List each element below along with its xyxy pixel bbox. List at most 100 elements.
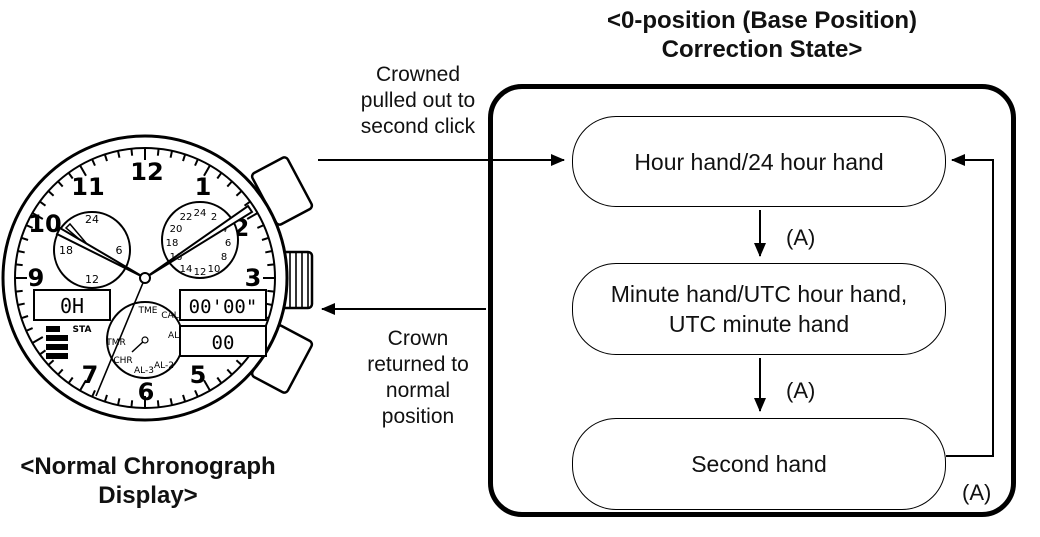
minute-tick — [246, 212, 259, 220]
minute-tick — [103, 394, 108, 402]
svg-text:24: 24 — [194, 208, 207, 219]
minute-tick — [194, 389, 199, 398]
correction-state-frame — [488, 84, 1016, 517]
minute-tick — [169, 150, 174, 158]
minute-tick — [31, 336, 44, 344]
svg-text:AL-3: AL-3 — [134, 366, 154, 376]
step-action-label-3: (A) — [962, 480, 992, 505]
hour-numerals: 12 1 2 3 5 6 7 9 10 11 — [28, 158, 262, 406]
minute-tick — [130, 400, 134, 408]
minute-tick — [130, 148, 134, 156]
numeral-7: 7 — [82, 361, 99, 389]
numeral-12: 12 — [130, 158, 163, 186]
minute-tick — [25, 224, 34, 229]
minute-tick — [103, 154, 108, 162]
numeral-5: 5 — [190, 361, 207, 389]
minute-tick — [21, 315, 29, 320]
minute-tick — [47, 359, 55, 366]
minute-tick — [17, 302, 25, 307]
svg-text:00: 00 — [212, 332, 235, 354]
numeral-9: 9 — [28, 264, 45, 292]
svg-text:TMR: TMR — [105, 338, 126, 348]
svg-text:2: 2 — [211, 212, 217, 223]
minute-tick — [79, 164, 87, 177]
svg-text:12: 12 — [85, 273, 99, 286]
numeral-6: 6 — [138, 378, 155, 406]
signal-bars — [46, 326, 68, 359]
loop-back-arrow — [946, 154, 994, 457]
enter-transition-label: Crowned pulled out to second click — [360, 63, 476, 138]
minute-tick — [21, 236, 29, 241]
minute-tick — [235, 359, 243, 366]
minute-tick — [79, 379, 87, 392]
svg-text:18: 18 — [166, 238, 179, 249]
svg-text:10: 10 — [208, 264, 221, 275]
minute-tick — [203, 164, 211, 177]
minute-tick — [67, 172, 74, 180]
step-second-hand-label: Second hand — [691, 451, 827, 477]
minute-tick — [194, 158, 199, 167]
minute-tick — [15, 263, 23, 267]
svg-text:12: 12 — [194, 267, 207, 278]
minute-tick — [267, 263, 275, 267]
svg-text:AL-1: AL-1 — [168, 331, 188, 341]
normal-display-heading: <Normal Chronograph Display> — [20, 453, 276, 509]
svg-text:20: 20 — [170, 224, 183, 235]
minute-tick — [226, 368, 233, 376]
minute-tick — [261, 236, 269, 241]
minute-tick — [116, 398, 121, 406]
minute-tick — [67, 376, 74, 384]
svg-text:24: 24 — [85, 213, 99, 226]
minute-tick — [203, 379, 211, 392]
minute-tick — [216, 376, 223, 384]
minute-tick — [47, 190, 55, 197]
minute-tick — [267, 289, 275, 293]
step-second-hand: Second hand — [572, 418, 946, 510]
step-action-label-2: (A) — [786, 378, 816, 403]
minute-tick — [116, 150, 121, 158]
right-lcd-bottom: 00 — [179, 325, 267, 357]
minute-tick — [91, 389, 96, 398]
numeral-1: 1 — [195, 173, 212, 201]
correction-state-heading: <0-position (Base Position) Correction S… — [606, 7, 918, 63]
numeral-3: 3 — [245, 264, 262, 292]
svg-text:00'00": 00'00" — [189, 296, 258, 318]
svg-text:6: 6 — [116, 244, 123, 257]
numeral-11: 11 — [71, 173, 104, 201]
step-hour-hand-label: Hour hand/24 hour hand — [634, 148, 884, 175]
svg-text:CHR: CHR — [113, 356, 132, 366]
minute-tick — [15, 289, 23, 293]
minute-tick — [39, 349, 47, 356]
minute-tick — [91, 158, 96, 167]
minute-tick — [156, 400, 160, 408]
svg-text:AL-2: AL-2 — [154, 361, 174, 371]
svg-text:6: 6 — [225, 238, 231, 249]
step-minute-hand: Minute hand/UTC hour hand, UTC minute ha… — [572, 263, 946, 355]
minute-tick — [226, 180, 233, 188]
svg-text:18: 18 — [59, 244, 73, 257]
minute-tick — [243, 200, 251, 207]
minute-tick — [17, 249, 25, 254]
step-minute-hand-label: Minute hand/UTC hour hand, UTC minute ha… — [610, 281, 908, 337]
svg-text:0H: 0H — [60, 294, 84, 318]
minute-tick — [39, 200, 47, 207]
minute-tick — [25, 327, 34, 332]
minute-tick — [182, 394, 187, 402]
minute-tick — [182, 154, 187, 162]
svg-text:CAL: CAL — [161, 311, 178, 321]
minute-tick — [256, 224, 265, 229]
svg-text:22: 22 — [180, 212, 193, 223]
svg-text:STA: STA — [73, 325, 92, 335]
exit-transition-label: Crown returned to normal position — [367, 327, 469, 428]
minute-tick — [57, 368, 64, 376]
chronograph-watch-illustration: 12 1 2 3 5 6 7 9 10 11 24 18 6 12 22 24 … — [1, 134, 314, 422]
numeral-10: 10 — [28, 210, 61, 238]
minute-tick — [235, 190, 243, 197]
svg-text:8: 8 — [221, 252, 227, 263]
minute-tick — [169, 398, 174, 406]
step-action-label-1: (A) — [786, 225, 816, 250]
minute-tick — [216, 172, 223, 180]
main-hands — [55, 204, 254, 397]
right-lcd-top: 00'00" — [179, 289, 267, 321]
